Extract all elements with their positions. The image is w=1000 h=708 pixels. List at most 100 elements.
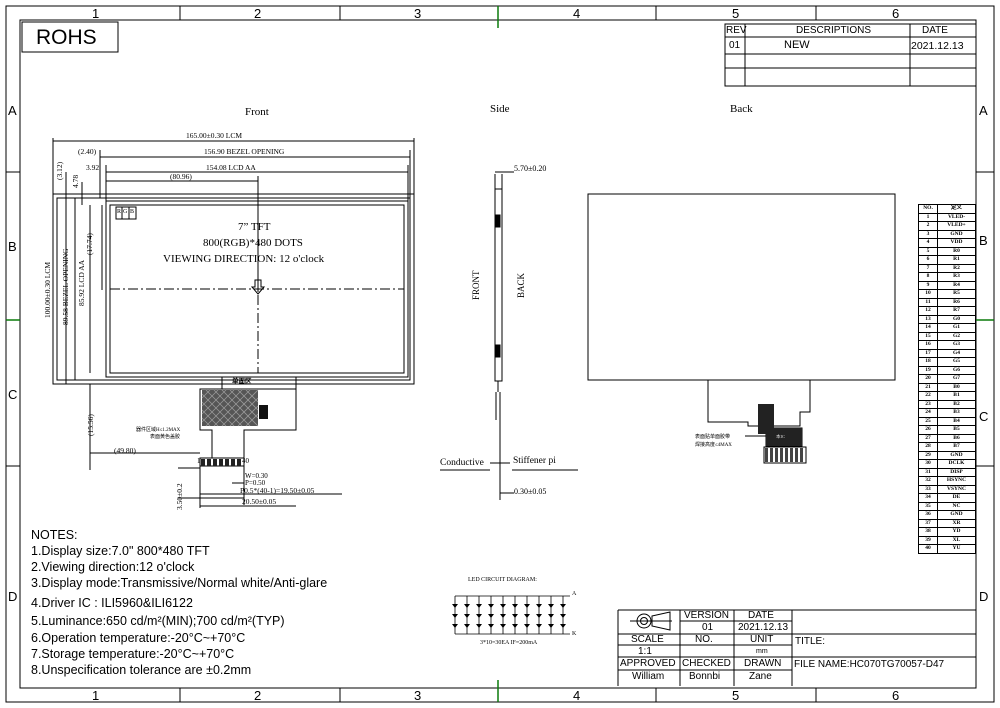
pin-signal: B3: [937, 408, 976, 418]
dim-bezel-width: 156.90 BEZEL OPENING: [204, 147, 285, 156]
component-height-note: 器件区域H≤1.2MAX: [136, 428, 181, 433]
zone-number-2-bottom: 2: [254, 688, 262, 703]
pin-signal: R7: [937, 306, 976, 316]
pin-number: 31: [918, 467, 938, 477]
pin-number: 33: [918, 484, 938, 494]
file-name: FILE NAME:HC070TG70057-D47: [794, 659, 945, 670]
pin-number: 8: [918, 272, 938, 282]
pin-number: 11: [918, 297, 938, 307]
zone-letter-c-right: C: [979, 409, 989, 424]
pin-signal: B1: [937, 391, 976, 401]
conductive-label: Conductive: [440, 458, 484, 468]
pin-number: 3: [918, 229, 938, 239]
pin-signal: DCLK: [937, 459, 976, 469]
zone-number-1-bottom: 1: [92, 688, 100, 703]
side-front-label: FRONT: [471, 270, 481, 300]
zone-letter-a: A: [8, 103, 17, 118]
pin-number: 30: [918, 459, 938, 469]
dim-15-56: (15.56): [86, 414, 95, 436]
approved-value: William: [632, 671, 665, 682]
zone-letter-a-right: A: [979, 103, 988, 118]
pin-number: 20: [918, 374, 938, 384]
pin-number: 13: [918, 314, 938, 324]
pin-signal: R2: [937, 263, 976, 273]
pin-number: 25: [918, 416, 938, 426]
pin-number: 7: [918, 263, 938, 273]
pin-number: 24: [918, 408, 938, 418]
pin-number: 9: [918, 280, 938, 290]
pin-number: 10: [918, 289, 938, 299]
pin-signal: G2: [937, 331, 976, 341]
side-view-title: Side: [490, 103, 510, 115]
descriptions-header: DESCRIPTIONS: [796, 25, 872, 36]
pin-signal: R5: [937, 289, 976, 299]
unit-value: mm: [756, 648, 768, 655]
pixel-r: R: [117, 209, 122, 215]
approved-label: APPROVED: [620, 658, 676, 669]
stiffener-label: Stiffener pi: [513, 456, 556, 466]
pin-number: 37: [918, 518, 938, 528]
version-label: VERSION: [684, 610, 730, 621]
zone-number-6-bottom: 6: [892, 688, 900, 703]
dim-pitch: P0.5*(40-1)=19.50±0.05: [240, 486, 315, 495]
pin-signal: HSYNC: [937, 476, 976, 486]
zone-number-5-bottom: 5: [732, 688, 740, 703]
dim-3-92: 3.92: [86, 163, 100, 172]
pin-signal: G5: [937, 357, 976, 367]
pin-signal: YU: [937, 544, 976, 554]
checked-label: CHECKED: [682, 658, 731, 669]
dim-fpc-thickness: 0.30±0.05: [514, 487, 547, 496]
no-label: NO.: [695, 634, 713, 645]
led-caption: 3*10=30EA IF=200mA: [480, 640, 538, 646]
dim-4-78: 4.78: [71, 174, 80, 188]
rev-value: 01: [729, 40, 741, 51]
note-luminance: 5.Luminance:650 cd/m²(MIN);700 cd/m²(TYP…: [31, 614, 285, 628]
zone-number-3-bottom: 3: [414, 688, 422, 703]
pin-number: 19: [918, 365, 938, 375]
back-solder-note: 焊接高度≤4MAX: [695, 443, 732, 448]
back-view-title: Back: [730, 103, 753, 115]
rev-header: REV: [726, 25, 747, 36]
pin-signal: B4: [937, 416, 976, 426]
pin-number: 40: [918, 544, 938, 554]
pin-signal: YD: [937, 527, 976, 537]
pin-number: 6: [918, 255, 938, 265]
pin-signal: R6: [937, 297, 976, 307]
rev-date: 2021.12.13: [911, 40, 964, 52]
zone-letter-c: C: [8, 387, 18, 402]
dim-3-50: 3.50±0.2: [175, 483, 184, 510]
pin-signal: B0: [937, 382, 976, 392]
pin-number: 38: [918, 527, 938, 537]
pin-signal: VDD: [937, 238, 976, 248]
pin-signal: XL: [937, 535, 976, 545]
pin-number: 36: [918, 510, 938, 520]
dim-3-12: (3.12): [55, 161, 64, 180]
pin-number: 15: [918, 331, 938, 341]
viewing-direction-label: VIEWING DIRECTION: 12 o'clock: [163, 253, 325, 265]
pin-signal: G6: [937, 365, 976, 375]
fpc-zone-label: 单面区: [232, 378, 252, 385]
zone-number-4-bottom: 4: [573, 688, 581, 703]
note-driver-ic: 4.Driver IC : ILI5960&ILI6122: [31, 596, 193, 610]
pin-signal: B2: [937, 399, 976, 409]
pin-number: 23: [918, 399, 938, 409]
pin-number: 16: [918, 340, 938, 350]
pin-number: 27: [918, 433, 938, 443]
screen-resolution-label: 800(RGB)*480 DOTS: [203, 237, 303, 249]
